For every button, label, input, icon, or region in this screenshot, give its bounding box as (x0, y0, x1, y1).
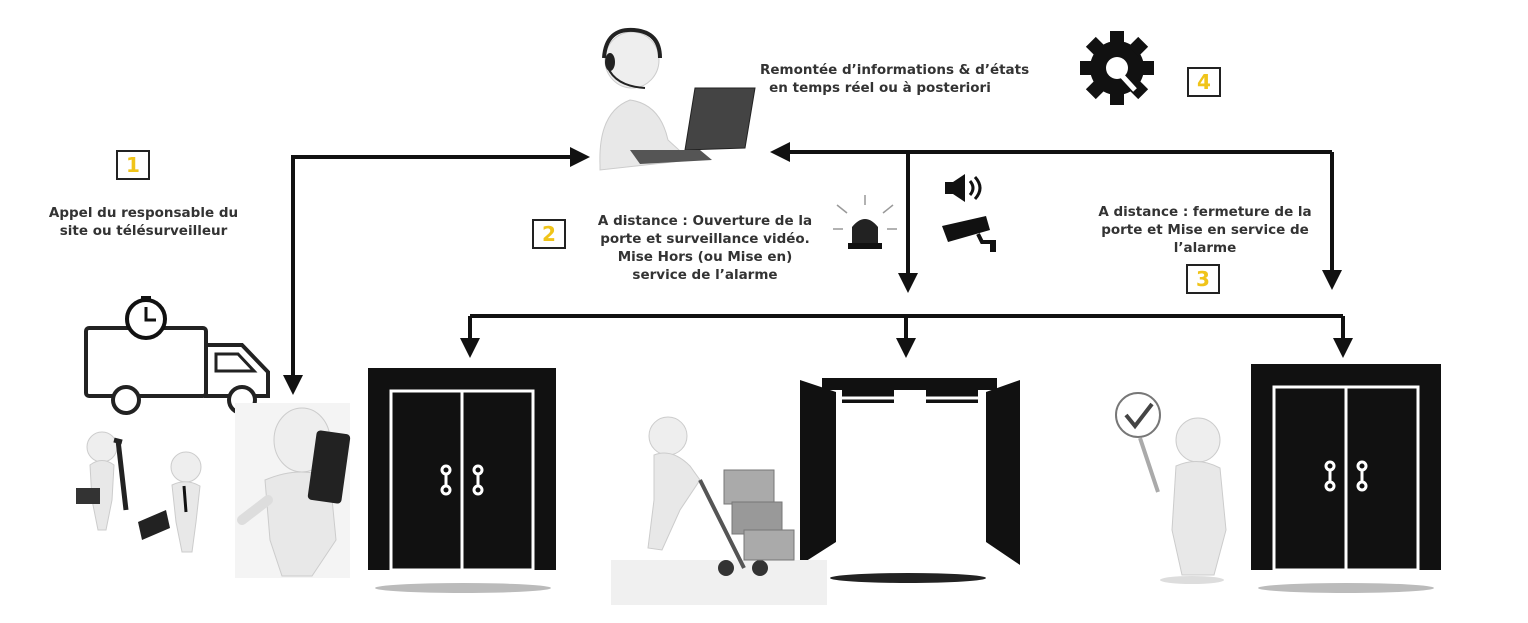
step-2-line-1: A distance : Ouverture de la (597, 213, 813, 229)
closed-door-icon (1251, 364, 1441, 593)
clock-icon (125, 296, 167, 340)
person-hand-truck-icon (611, 416, 827, 605)
link-operator-phone (283, 147, 590, 395)
operator-with-laptop-icon (599, 27, 756, 171)
step-3-line-2: porte et Mise en service de (1101, 222, 1309, 238)
person-phone-icon (235, 403, 351, 578)
security-camera-icon (942, 216, 996, 252)
header-text: Remontée d’informations & d’états en tem… (760, 61, 1030, 97)
step-3-number: 3 (1196, 267, 1210, 291)
step-1-line-2: site ou télésurveilleur (59, 223, 228, 239)
step-3-line-1: A distance : fermeture de la (1098, 204, 1312, 220)
header-line-2: en temps réel ou à posteriori (769, 80, 991, 96)
businessman-icon (138, 451, 202, 553)
step-1-badge: 1 (116, 150, 150, 180)
step-3-line-3: l’alarme (1173, 240, 1237, 256)
step-2-number: 2 (542, 222, 556, 246)
step-3-text: A distance : fermeture de la porte et Mi… (1087, 203, 1323, 257)
step-4-number: 4 (1197, 70, 1211, 94)
step-2-text: A distance : Ouverture de la porte et su… (590, 212, 820, 284)
step-3-badge: 3 (1186, 264, 1220, 294)
person-checkmark-sign-icon (1115, 392, 1227, 584)
gear-wrench-icon (1080, 31, 1154, 105)
step-2-line-4: service de l’alarme (632, 267, 778, 283)
closed-door-icon (368, 368, 556, 593)
step-1-number: 1 (126, 153, 140, 177)
step-4-badge: 4 (1187, 67, 1221, 97)
speaker-icon (945, 174, 982, 202)
step-1-line-1: Appel du responsable du (48, 205, 239, 221)
alarm-light-icon (833, 195, 897, 249)
step-2-line-2: porte et surveillance vidéo. (600, 231, 810, 247)
step-2-line-3: Mise Hors (ou Mise en) (617, 249, 793, 265)
header-line-1: Remontée d’informations & d’états (760, 62, 1030, 78)
open-door-icon (800, 378, 1020, 583)
step-2-badge: 2 (532, 219, 566, 249)
technician-icon (76, 431, 129, 531)
delivery-truck-icon (84, 326, 270, 415)
step-1-text: Appel du responsable du site ou télésurv… (36, 204, 251, 240)
